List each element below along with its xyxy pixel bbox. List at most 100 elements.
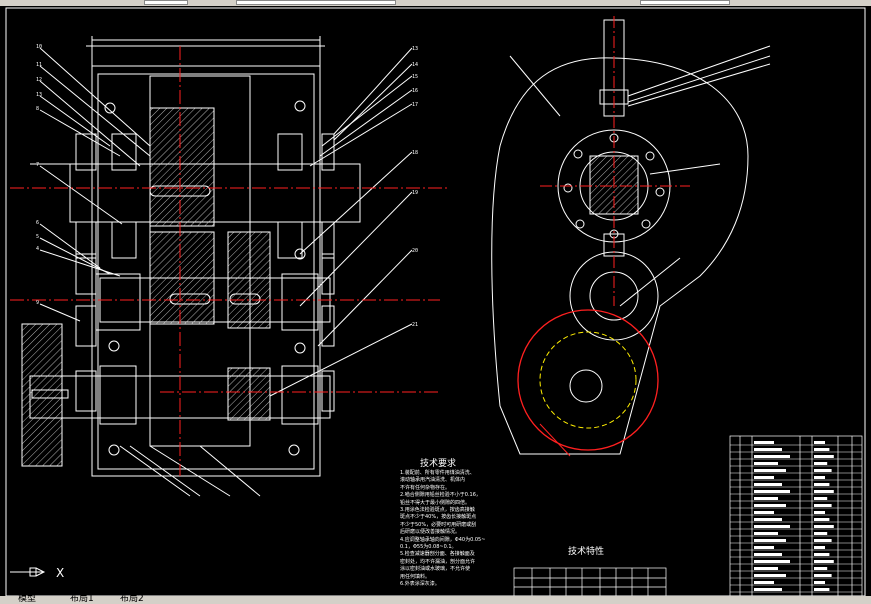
- parts-list-cell-text: [754, 476, 774, 479]
- parts-list-cell-text: [754, 483, 782, 486]
- parts-list-cell-text: [814, 497, 828, 500]
- parts-list-cell-text: [814, 511, 825, 514]
- svg-text:18: 18: [412, 150, 418, 156]
- ucs-x-label: X: [56, 566, 65, 580]
- svg-text:10: 10: [36, 44, 42, 50]
- tech-specs-title: 技术特性: [568, 547, 605, 557]
- tech-requirement-line: 3.用涂色法检验斑点，按齿高接触: [400, 507, 475, 513]
- tech-requirement-line: 滚动轴承用汽油清洗、机体内: [400, 477, 466, 484]
- parts-list-cell-text: [754, 441, 774, 444]
- parts-list-cell-text: [814, 574, 832, 577]
- parts-list-cell-text: [754, 497, 778, 500]
- parts-list-cell-text: [814, 525, 834, 528]
- parts-list-cell-text: [754, 588, 782, 591]
- gearbox-section-view: [21, 36, 413, 497]
- large-gear-outline: [517, 309, 659, 451]
- parts-list-cell-text: [814, 448, 830, 451]
- tech-requirements-title: 技术要求: [420, 459, 457, 469]
- gear-section-mark: [539, 423, 571, 457]
- tab-layout1[interactable]: 布局1: [70, 594, 94, 604]
- svg-text:5: 5: [36, 234, 39, 240]
- parts-list-cell-text: [814, 539, 832, 542]
- parts-list-cell-text: [814, 560, 834, 563]
- svg-text:15: 15: [412, 74, 418, 80]
- tech-requirement-line: 斑点不少于40%，按齿长接触斑点: [400, 514, 477, 521]
- parts-list-cell-text: [814, 518, 830, 521]
- toolbar-strip: [0, 0, 871, 6]
- svg-text:7: 7: [36, 162, 39, 168]
- svg-text:6: 6: [36, 220, 39, 226]
- svg-text:11: 11: [36, 62, 42, 68]
- parts-list-cell-text: [814, 588, 830, 591]
- parts-list-cell-text: [814, 483, 830, 486]
- tech-spec-table: [513, 567, 667, 597]
- toolbar-field[interactable]: [640, 0, 730, 5]
- parts-list-cell-text: [754, 511, 774, 514]
- parts-list-cell-text: [754, 560, 790, 563]
- parts-list-cell-text: [754, 539, 786, 542]
- svg-text:9: 9: [36, 300, 39, 306]
- parts-list-cell-text: [754, 581, 774, 584]
- parts-list-cell-text: [754, 574, 786, 577]
- parts-list-cell-text: [754, 525, 790, 528]
- svg-text:8: 8: [36, 106, 39, 112]
- tech-requirement-line: 不少于50%，必要时可用研磨或刮: [400, 521, 477, 528]
- tech-requirement-line: 密封处，均不许漏油，剖分面允许: [400, 558, 476, 565]
- parts-list-rows: [730, 441, 862, 593]
- svg-text:16: 16: [412, 88, 418, 94]
- centerlines: [10, 46, 450, 476]
- svg-text:19: 19: [412, 190, 418, 196]
- parts-list-cell-text: [814, 532, 828, 535]
- side-view-centerlines: [540, 16, 690, 306]
- parts-list-cell-text: [754, 504, 786, 507]
- parts-list-cell-text: [814, 469, 832, 472]
- tech-requirement-line: 4.应调整轴承轴向间隙，Φ40为0.05~: [400, 536, 486, 543]
- svg-text:4: 4: [36, 246, 39, 252]
- tech-requirement-line: 后研磨以便改善接触情况。: [400, 529, 461, 536]
- svg-text:21: 21: [412, 322, 418, 328]
- tech-requirement-line: 涂以密封油或水玻璃，不允许使: [400, 566, 471, 573]
- tech-requirement-line: 5.检查减速器剖分面、各接触面及: [400, 551, 475, 558]
- parts-list-table: [729, 435, 863, 597]
- parts-list-cell-text: [814, 490, 834, 493]
- tech-requirement-line: 不许有任何杂物存在。: [400, 484, 451, 491]
- parts-list-cell-text: [754, 455, 790, 458]
- parts-list-cell-text: [754, 490, 790, 493]
- ucs-icon: [10, 567, 46, 577]
- tech-requirement-line: 6.外表涂深灰漆。: [400, 581, 440, 587]
- parts-list-cell-text: [754, 448, 782, 451]
- svg-text:13: 13: [36, 92, 42, 98]
- svg-text:17: 17: [412, 102, 418, 108]
- toolbar-field[interactable]: [236, 0, 396, 5]
- parts-list-cell-text: [814, 504, 832, 507]
- parts-list-cell-text: [814, 567, 828, 570]
- parts-list-cell-text: [814, 462, 828, 465]
- layout-tab-bar: 模型 布局1 布局2: [0, 594, 871, 604]
- tech-requirement-line: 铅丝不得大于最小侧隙的四倍。: [400, 499, 471, 506]
- tech-requirement-line: 2.啮合侧隙用铅丝检验不小于0.16，: [400, 492, 481, 499]
- parts-list-cell-text: [754, 462, 778, 465]
- parts-list-cell-text: [754, 553, 782, 556]
- parts-list-cell-text: [814, 455, 834, 458]
- parts-list-cell-text: [814, 546, 825, 549]
- parts-list-cell-text: [754, 469, 786, 472]
- parts-list-cell-text: [754, 532, 778, 535]
- parts-list-cell-text: [814, 476, 825, 479]
- gearbox-side-view: [491, 19, 771, 455]
- svg-text:20: 20: [412, 248, 418, 254]
- tech-requirement-line: 用任何填料。: [400, 573, 431, 580]
- parts-list-cell-text: [754, 546, 774, 549]
- parts-list-cell-text: [814, 581, 825, 584]
- tech-requirement-line: 1.装配前、所有零件用煤油清洗、: [400, 470, 475, 476]
- parts-list-cell-text: [814, 441, 825, 444]
- svg-text:12: 12: [36, 77, 42, 83]
- tech-requirement-line: 0.1，Φ55为0.08~0.1。: [400, 544, 457, 550]
- gear-pitch-circle: [539, 331, 637, 429]
- toolbar-field[interactable]: [144, 0, 188, 5]
- tab-model[interactable]: 模型: [18, 594, 37, 604]
- parts-list-cell-text: [754, 518, 782, 521]
- svg-text:13: 13: [412, 46, 418, 52]
- tab-layout2[interactable]: 布局2: [120, 594, 144, 604]
